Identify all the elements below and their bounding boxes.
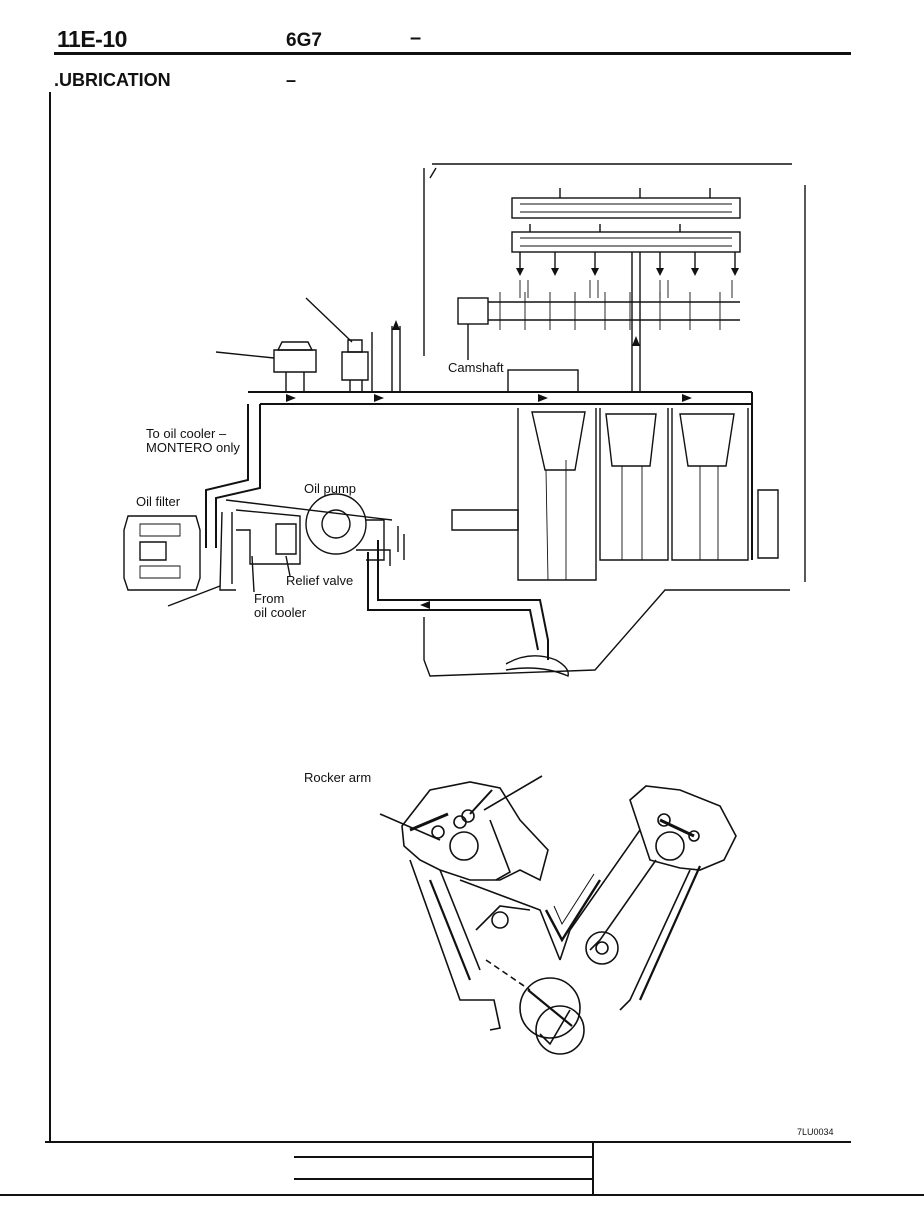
from-oil-cooler-label-line2: oil cooler [254,605,307,620]
relief-valve-label: Relief valve [286,573,353,588]
figure-code: 7LU0034 [797,1127,834,1137]
section-dash: – [286,70,297,90]
left-margin-rule [49,92,51,1142]
section-title: .UBRICATION [54,70,171,90]
to-oil-cooler-label-line2: MONTERO only [146,440,240,455]
from-oil-cooler-label-line1: From [254,591,284,606]
footer-rule-mid-1 [294,1156,592,1158]
page-number: 11E-10 [57,26,127,52]
footer-divider [592,1141,594,1195]
header-dash: – [410,27,422,49]
to-oil-cooler-label-line1: To oil cooler – [146,426,227,441]
header-rule [54,52,851,55]
oil-pump-label: Oil pump [304,481,356,496]
camshaft-label: Camshaft [448,360,504,375]
rocker-arm-label: Rocker arm [304,770,371,785]
footer-rule-mid-2 [294,1178,592,1180]
engine-code: 6G7 [286,30,322,51]
footer-rule-bottom [0,1194,924,1196]
footer-rule-top [45,1141,851,1143]
oil-filter-label: Oil filter [136,494,181,509]
